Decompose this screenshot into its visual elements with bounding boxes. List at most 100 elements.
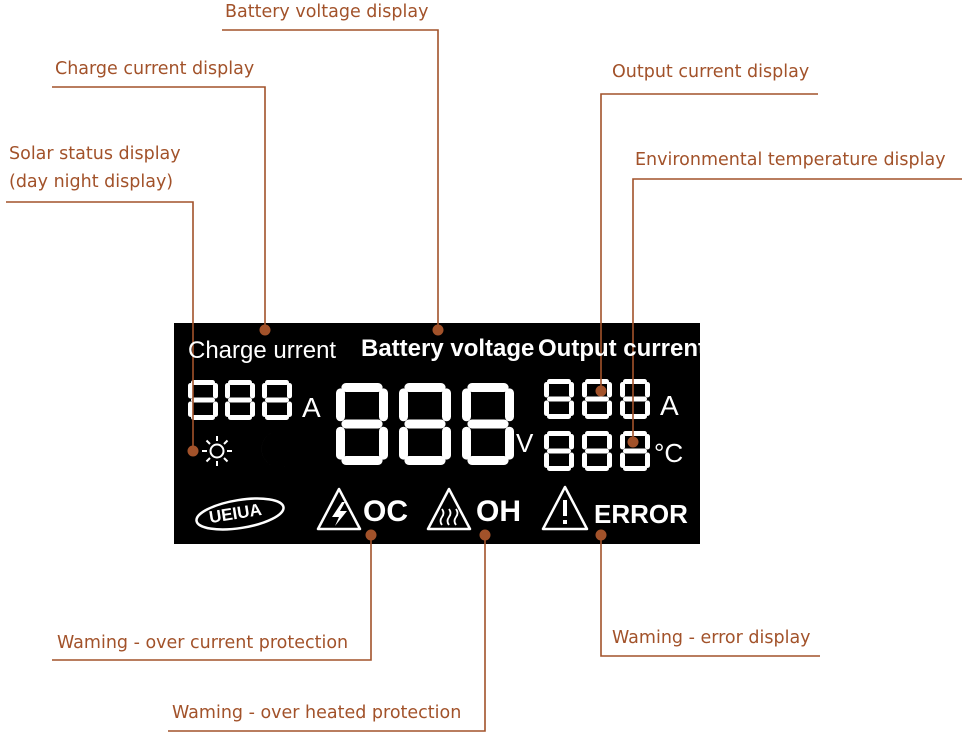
digit-segment-f bbox=[399, 388, 408, 422]
digit-segment-c bbox=[379, 426, 388, 460]
dot-over-heated bbox=[479, 529, 491, 541]
callout-charge-current: Charge current display bbox=[55, 59, 255, 79]
digit-segment-f bbox=[582, 382, 587, 398]
digit-segment-g bbox=[467, 419, 509, 429]
seven-segment-digit bbox=[582, 379, 612, 419]
digit-segment-e bbox=[225, 401, 230, 417]
dot-environment-temperature bbox=[627, 436, 639, 448]
digit-segment-e bbox=[399, 426, 408, 460]
dot-over-current bbox=[365, 529, 377, 541]
digit-segment-f bbox=[462, 388, 471, 422]
battery-voltage-digits bbox=[336, 383, 514, 465]
seven-segment-digit bbox=[544, 379, 574, 419]
digit-segment-e bbox=[620, 400, 625, 416]
digit-segment-a bbox=[191, 380, 215, 385]
callout-battery-voltage: Battery voltage display bbox=[225, 2, 429, 22]
digit-segment-b bbox=[607, 382, 612, 398]
leader-lines bbox=[6, 29, 962, 732]
digit-segment-g bbox=[228, 397, 252, 403]
dot-solar-status bbox=[187, 445, 199, 457]
digit-segment-b bbox=[569, 434, 574, 450]
output-current-label: Output current bbox=[538, 335, 706, 362]
digit-segment-a bbox=[585, 379, 609, 384]
seven-segment-digit bbox=[582, 431, 612, 471]
digit-segment-e bbox=[544, 452, 549, 468]
leader-over-heated bbox=[168, 535, 486, 732]
digit-segment-e bbox=[544, 400, 549, 416]
digit-segment-e bbox=[582, 452, 587, 468]
digit-segment-b bbox=[442, 388, 451, 422]
digit-segment-b bbox=[250, 383, 255, 399]
output-current-digits bbox=[544, 379, 650, 419]
temperature-digits bbox=[544, 431, 650, 471]
digit-segment-d bbox=[547, 466, 571, 471]
digit-segment-g bbox=[404, 419, 446, 429]
dot-charge-current bbox=[259, 324, 271, 336]
digit-segment-f bbox=[620, 382, 625, 398]
callout-solar-status-line2: (day night display) bbox=[9, 172, 174, 192]
seven-segment-digit bbox=[225, 380, 255, 420]
leader-charge-current bbox=[52, 86, 266, 330]
over-heated-code: OH bbox=[476, 495, 521, 528]
digit-segment-e bbox=[620, 452, 625, 468]
callout-solar-status-line1: Solar status display bbox=[9, 144, 181, 164]
digit-segment-c bbox=[213, 401, 218, 417]
callout-error: Waming - error display bbox=[612, 628, 811, 648]
digit-segment-d bbox=[228, 415, 252, 420]
seven-segment-digit bbox=[620, 431, 650, 471]
seven-segment-digit bbox=[399, 383, 451, 465]
charge-current-label: Charge urrent bbox=[188, 337, 337, 364]
leader-error bbox=[600, 535, 820, 657]
digit-segment-c bbox=[287, 401, 292, 417]
digit-segment-d bbox=[341, 456, 383, 465]
digit-segment-f bbox=[225, 383, 230, 399]
digit-segment-b bbox=[607, 434, 612, 450]
seven-segment-digit bbox=[620, 379, 650, 419]
sun-icon bbox=[202, 436, 232, 466]
digit-segment-g bbox=[585, 396, 609, 402]
digit-segment-g bbox=[585, 448, 609, 454]
seven-segment-digit bbox=[544, 431, 574, 471]
digit-segment-g bbox=[547, 396, 571, 402]
digit-segment-a bbox=[623, 431, 647, 436]
callout-over-current: Waming - over current protection bbox=[57, 633, 349, 653]
digit-segment-a bbox=[467, 383, 509, 392]
digit-segment-e bbox=[262, 401, 267, 417]
callout-environmental-temperature: Environmental temperature display bbox=[635, 150, 946, 170]
leader-solar-status bbox=[6, 201, 194, 451]
digit-segment-b bbox=[645, 434, 650, 450]
digit-segment-c bbox=[607, 400, 612, 416]
digit-segment-e bbox=[336, 426, 345, 460]
digit-segment-d bbox=[404, 456, 446, 465]
digit-segment-d bbox=[623, 466, 647, 471]
leader-battery-voltage bbox=[222, 29, 439, 330]
digit-segment-a bbox=[585, 431, 609, 436]
callout-output-current: Output current display bbox=[612, 62, 810, 82]
digit-segment-c bbox=[569, 400, 574, 416]
callout-dots bbox=[187, 324, 639, 541]
digit-segment-g bbox=[623, 448, 647, 454]
digit-segment-f bbox=[544, 382, 549, 398]
digit-segment-a bbox=[623, 379, 647, 384]
heat-warning-icon bbox=[426, 487, 472, 531]
digit-segment-c bbox=[442, 426, 451, 460]
digit-segment-g bbox=[623, 396, 647, 402]
dot-output-current bbox=[595, 385, 607, 397]
temperature-unit: °C bbox=[654, 438, 684, 468]
digit-segment-a bbox=[265, 380, 289, 385]
output-current-unit: A bbox=[660, 390, 679, 421]
seven-segment-digit bbox=[188, 380, 218, 420]
digit-segment-d bbox=[467, 456, 509, 465]
digit-segment-c bbox=[505, 426, 514, 460]
digit-segment-c bbox=[569, 452, 574, 468]
digit-segment-f bbox=[336, 388, 345, 422]
digit-segment-a bbox=[404, 383, 446, 392]
digit-segment-f bbox=[188, 383, 193, 399]
digit-segment-d bbox=[191, 415, 215, 420]
digit-segment-g bbox=[191, 397, 215, 403]
digit-segment-c bbox=[645, 452, 650, 468]
dot-error bbox=[595, 529, 607, 541]
brand-logo bbox=[195, 497, 285, 531]
digit-segment-c bbox=[250, 401, 255, 417]
